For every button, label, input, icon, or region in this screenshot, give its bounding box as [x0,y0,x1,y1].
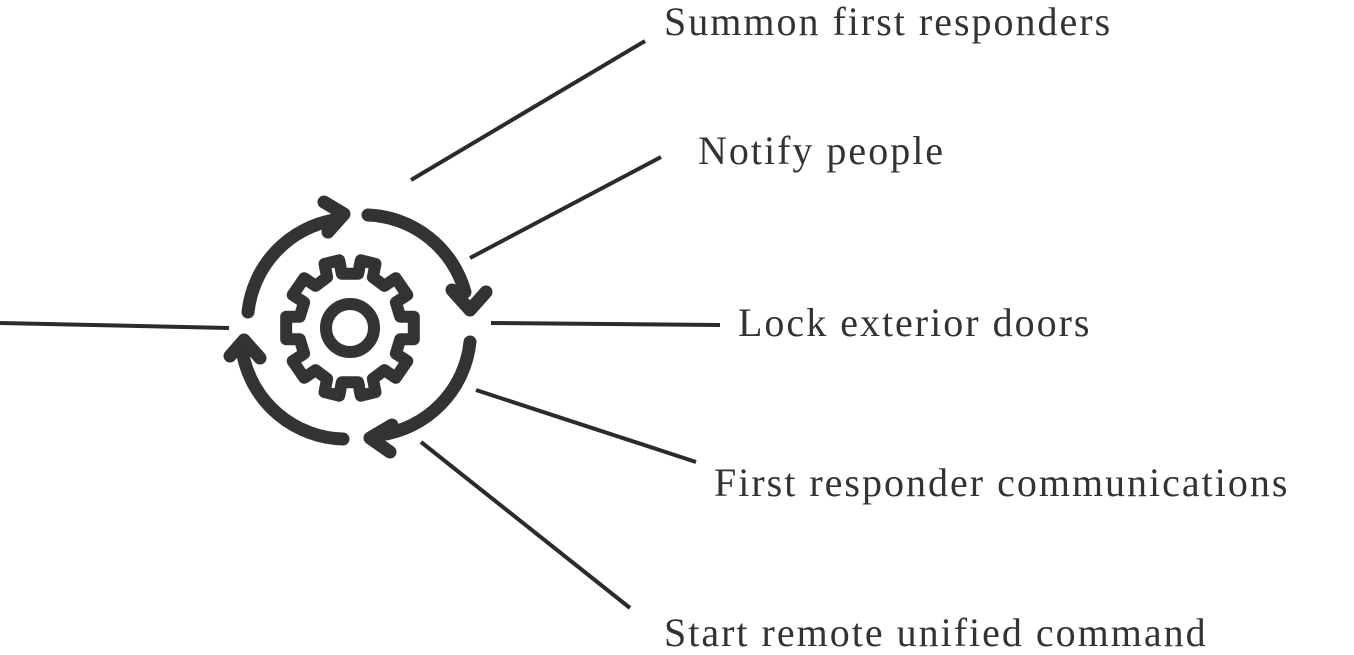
label-lock-exterior-doors: Lock exterior doors [738,300,1092,345]
cycle-arc-top-left [241,213,341,319]
arrowheads [223,195,493,459]
label-start-remote-unified-command: Start remote unified command [664,610,1208,655]
label-summon-first-responders: Summon first responders [664,0,1113,44]
connector-notify-people [469,155,662,260]
gear-hub-icon [320,298,380,358]
arrowhead-right-icon [445,283,493,317]
connector-summon-first-responders [409,39,647,182]
arrowhead-top-icon [317,195,351,239]
arrowhead-left-icon [223,333,267,365]
label-first-responder-communications: First responder communications [714,460,1290,505]
connector-lock-exterior-doors [490,321,721,327]
cycle-arrows-icon [236,208,477,446]
connector-start-remote-unified-command [419,440,632,610]
arrowhead-bottom-icon [363,418,399,459]
connector-left-unlabeled [0,321,230,330]
cycle-arc-bottom-left [236,348,350,446]
cycle-arc-top-right [361,208,472,299]
gear-icon [280,254,420,402]
label-notify-people: Notify people [698,128,946,173]
connector-first-responder-communications [475,388,697,464]
cycle-arc-bottom-right [373,335,477,442]
connector-lines [0,39,721,610]
gear-with-cycle-arrows-icon [223,195,493,459]
